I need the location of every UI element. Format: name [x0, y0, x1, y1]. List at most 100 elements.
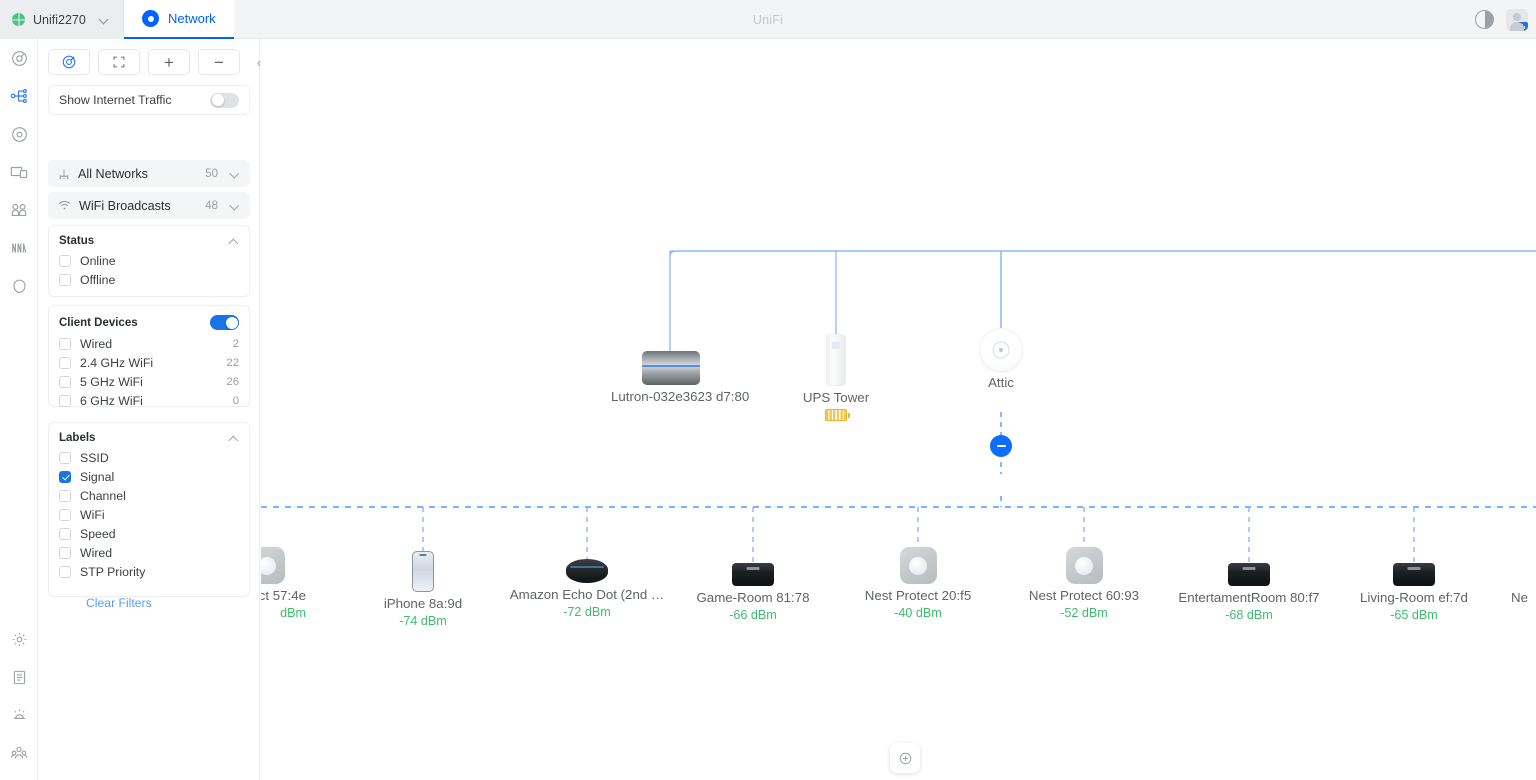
labels-title: Labels [59, 432, 96, 444]
status-group-header[interactable]: Status [49, 226, 249, 251]
show-internet-traffic-label: Show Internet Traffic [59, 93, 172, 107]
checkbox[interactable] [59, 254, 71, 267]
checkbox[interactable] [59, 451, 71, 464]
checkbox[interactable] [59, 489, 71, 502]
sidebar-item-insights[interactable] [0, 229, 38, 267]
checkbox[interactable] [59, 375, 71, 388]
sidebar-item-admins[interactable] [0, 734, 38, 772]
node-entertainment-room-80f7[interactable]: EntertamentRoom 80:f7 -68 dBm [1149, 563, 1349, 622]
filter-label-signal[interactable]: Signal [49, 467, 249, 486]
node-label: Nest Protect 60:93 [1028, 588, 1140, 603]
chevron-up-icon [230, 237, 239, 246]
node-label: Ne [1511, 590, 1528, 605]
chevron-down-icon [100, 15, 109, 24]
node-game-room-8178[interactable]: Game-Room 81:78 -66 dBm [673, 563, 833, 622]
wifi-broadcasts-selector[interactable]: WiFi Broadcasts 48 [48, 192, 250, 219]
sidebar-item-dashboard[interactable] [0, 39, 38, 77]
label: Offline [80, 272, 116, 287]
filter-label-wired[interactable]: Wired [49, 543, 249, 562]
plus-icon: + [164, 52, 174, 72]
node-label: Attic [988, 375, 1014, 390]
labels-group-header[interactable]: Labels [49, 423, 249, 448]
filter-client-wired[interactable]: Wired 2 [49, 334, 249, 353]
zoom-out-button[interactable]: − [198, 49, 240, 75]
node-lutron[interactable]: Lutron-032e3623 d7:80 [611, 351, 750, 404]
checkbox[interactable] [59, 565, 71, 578]
node-nest-protect-20f5[interactable]: Nest Protect 20:f5 -40 dBm [838, 547, 998, 620]
checkbox[interactable] [59, 508, 71, 521]
chevron-down-icon [231, 169, 240, 178]
filter-label-stp-priority[interactable]: STP Priority [49, 562, 249, 581]
clear-filters-link[interactable]: Clear Filters [86, 596, 152, 610]
node-label: iPhone 8a:9d [383, 596, 463, 611]
sidebar-item-hotspot[interactable] [0, 267, 38, 305]
node-attic-ap[interactable]: Attic [951, 329, 1051, 390]
node-nest-protect-57[interactable]: ect 57:4e dBm [261, 547, 306, 620]
checkbox[interactable] [59, 394, 71, 407]
filter-status-offline[interactable]: Offline [49, 270, 249, 289]
tab-network[interactable]: Network [124, 0, 234, 39]
node-ups-tower[interactable]: UPS Tower [786, 334, 886, 421]
node-next-clipped[interactable]: Ne [1511, 563, 1536, 605]
wifi-broadcasts-label: WiFi Broadcasts [79, 198, 171, 213]
refresh-topology-button[interactable] [48, 49, 90, 75]
label: Wired [80, 336, 113, 351]
label: Wired [80, 545, 113, 560]
count: 26 [226, 375, 239, 388]
minus-icon: − [214, 52, 224, 72]
checkbox[interactable] [59, 527, 71, 540]
label: Speed [80, 526, 116, 541]
sidebar-item-devices[interactable] [0, 115, 38, 153]
filter-label-wifi[interactable]: WiFi [49, 505, 249, 524]
show-internet-traffic-row[interactable]: Show Internet Traffic [48, 85, 250, 115]
all-networks-count: 50 [205, 167, 218, 180]
client-devices-filter-card: Client Devices Wired 2 2.4 GHz WiFi 22 5… [48, 305, 250, 410]
avatar[interactable] [1506, 8, 1528, 31]
sidebar-item-logs[interactable] [0, 658, 38, 696]
checkbox[interactable] [59, 546, 71, 559]
sidebar-item-settings[interactable] [0, 620, 38, 658]
site-selector[interactable]: Unifi2270 [0, 0, 124, 39]
zoom-in-button[interactable]: + [148, 49, 190, 75]
top-bar: Unifi2270 Network UniFi [0, 0, 1536, 39]
sidebar-item-clients[interactable] [0, 191, 38, 229]
access-point-icon [980, 329, 1022, 371]
add-device-button[interactable] [890, 743, 920, 773]
checkbox[interactable] [59, 356, 71, 369]
filter-label-ssid[interactable]: SSID [49, 448, 249, 467]
sidebar-item-alerts[interactable] [0, 696, 38, 734]
node-iphone-8a9d[interactable]: iPhone 8a:9d -74 dBm [363, 551, 483, 628]
sidebar-item-unifi-devices[interactable] [0, 153, 38, 191]
node-signal: -74 dBm [399, 614, 447, 628]
filter-label-speed[interactable]: Speed [49, 524, 249, 543]
device-icon [1511, 563, 1536, 586]
filter-client-6ghz[interactable]: 6 GHz WiFi 0 [49, 391, 249, 410]
sidebar-item-topology[interactable] [0, 77, 38, 115]
nest-protect-icon [261, 547, 285, 584]
all-networks-selector[interactable]: All Networks 50 [48, 160, 250, 187]
status-title: Status [59, 235, 95, 247]
node-label: Nest Protect 20:f5 [864, 588, 972, 603]
topology-canvas[interactable]: Lutron-032e3623 d7:80 UPS Tower Attic ec… [261, 39, 1536, 780]
filter-client-24ghz[interactable]: 2.4 GHz WiFi 22 [49, 353, 249, 372]
count: 2 [232, 337, 239, 350]
filter-status-online[interactable]: Online [49, 251, 249, 270]
attic-collapse-badge[interactable] [990, 435, 1012, 457]
count: 0 [232, 394, 239, 407]
collapse-panel-button[interactable]: ‹ [256, 54, 262, 70]
show-internet-traffic-toggle[interactable] [210, 92, 239, 108]
node-label: Lutron-032e3623 d7:80 [611, 389, 750, 404]
site-name: Unifi2270 [33, 12, 86, 27]
contrast-icon[interactable] [1475, 10, 1494, 29]
node-nest-protect-6093[interactable]: Nest Protect 60:93 -52 dBm [1004, 547, 1164, 620]
fit-to-screen-button[interactable] [98, 49, 140, 75]
node-amazon-echo-dot[interactable]: Amazon Echo Dot (2nd … -72 dBm [492, 559, 682, 619]
filter-client-5ghz[interactable]: 5 GHz WiFi 26 [49, 372, 249, 391]
filter-label-channel[interactable]: Channel [49, 486, 249, 505]
node-label: Game-Room 81:78 [696, 590, 810, 605]
client-devices-toggle[interactable] [210, 315, 239, 330]
checkbox[interactable] [59, 273, 71, 286]
node-living-room-ef7d[interactable]: Living-Room ef:7d -65 dBm [1334, 563, 1494, 622]
checkbox[interactable] [59, 337, 71, 350]
checkbox[interactable] [59, 470, 71, 483]
